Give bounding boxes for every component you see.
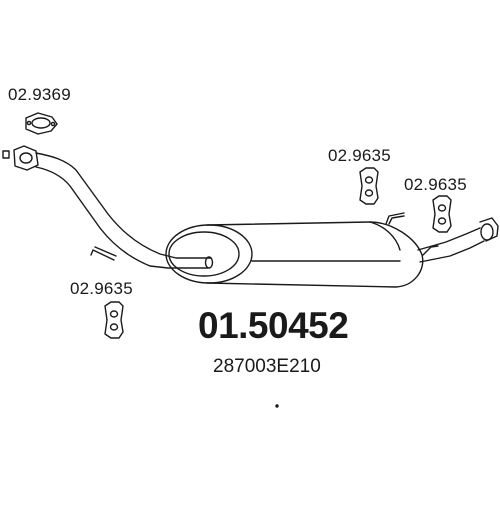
- dot-mark: [275, 404, 279, 408]
- oem-number: 287003E210: [213, 356, 321, 377]
- hanger-rubber-3: [104, 301, 124, 339]
- part-number: 01.50452: [198, 305, 349, 346]
- hanger-rubber-2: [432, 195, 452, 233]
- tail-pipe: [417, 217, 499, 263]
- gasket-part: [25, 112, 58, 135]
- hanger-ref-label-2: 02.9635: [404, 175, 467, 194]
- gasket-ref-label: 02.9369: [8, 85, 71, 104]
- hanger-ref-label-3: 02.9635: [70, 279, 133, 298]
- muffler: [165, 212, 439, 288]
- front-pipe: [35, 152, 214, 269]
- front-flange: [2, 145, 39, 171]
- hanger-rubber-1: [359, 167, 379, 205]
- hanger-ref-label-1: 02.9635: [328, 146, 391, 165]
